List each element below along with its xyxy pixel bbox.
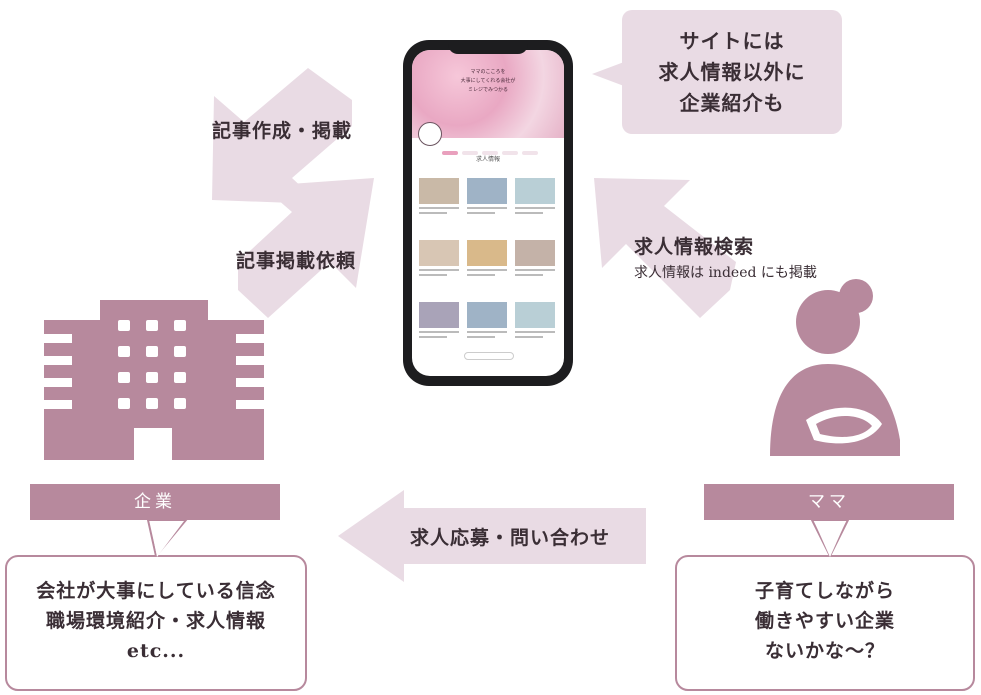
arrow-label-job-search: 求人情報検索 — [634, 236, 755, 258]
mama-bubble-shape — [675, 555, 975, 691]
mama-bubble-line: ないかな～？ — [764, 640, 885, 662]
phone-notch — [448, 40, 528, 54]
site-logo — [418, 122, 442, 146]
mama-bubble-line: 働きやすい企業 — [754, 610, 895, 632]
hero-line: ミレジでみつかる — [467, 87, 508, 93]
company-label-bar: 企業 — [30, 484, 280, 520]
section-title: 求人情報 — [475, 156, 500, 163]
company-label: 企業 — [134, 492, 176, 512]
job-card — [419, 240, 459, 276]
job-card — [515, 302, 555, 338]
mama-label-bar: ママ — [704, 484, 954, 520]
hero-line: ママのこころを — [470, 69, 506, 75]
arrow-label-article-request: 記事掲載依頼 — [236, 250, 357, 272]
company-bubble-line: etc... — [126, 640, 186, 662]
site-hero-text: ママのこころを 大事にしてくれる会社が ミレジでみつかる — [452, 68, 524, 95]
job-card — [515, 240, 555, 276]
mama-bubble-line: 子育てしながら — [754, 580, 895, 602]
arrow-article-request — [238, 178, 374, 318]
company-bubble-line: 会社が大事にしている信念 — [36, 580, 276, 602]
site-bubble-line: 求人情報以外に — [658, 60, 806, 84]
company-bubble-line: 職場環境紹介・求人情報 — [45, 610, 266, 632]
job-card — [467, 178, 507, 214]
arrow-label-article-create: 記事作成・掲載 — [212, 120, 353, 142]
site-bubble-line: 企業紹介も — [679, 91, 785, 115]
job-card — [419, 302, 459, 338]
company-bubble-shape — [5, 555, 307, 691]
more-button — [464, 352, 514, 360]
phone-screen: ママのこころを 大事にしてくれる会社が ミレジでみつかる 求人情報 — [412, 50, 564, 376]
arrow-job-search — [594, 178, 736, 318]
mama-label: ママ — [808, 492, 850, 512]
job-card — [515, 178, 555, 214]
job-card — [467, 302, 507, 338]
site-bubble-text: サイトには 求人情報以外に 企業紹介も — [622, 26, 842, 119]
arrow-label-apply: 求人応募・問い合わせ — [410, 527, 611, 549]
site-nav — [442, 140, 562, 155]
hero-line: 大事にしてくれる会社が — [460, 78, 516, 84]
company-bubble-text: 会社が大事にしている信念 職場環境紹介・求人情報 etc... — [6, 576, 306, 666]
arrow-apply — [338, 490, 646, 582]
job-card — [419, 178, 459, 214]
mama-bubble-text: 子育てしながら 働きやすい企業 ないかな～？ — [676, 576, 974, 666]
site-bubble-line: サイトには — [679, 29, 785, 53]
arrow-label-job-search-sub: 求人情報は indeed にも掲載 — [634, 265, 817, 281]
job-card — [467, 240, 507, 276]
site-hero-image: ママのこころを 大事にしてくれる会社が ミレジでみつかる — [412, 50, 564, 138]
arrow-article-create — [212, 68, 352, 204]
site-bubble-shape — [622, 10, 842, 134]
